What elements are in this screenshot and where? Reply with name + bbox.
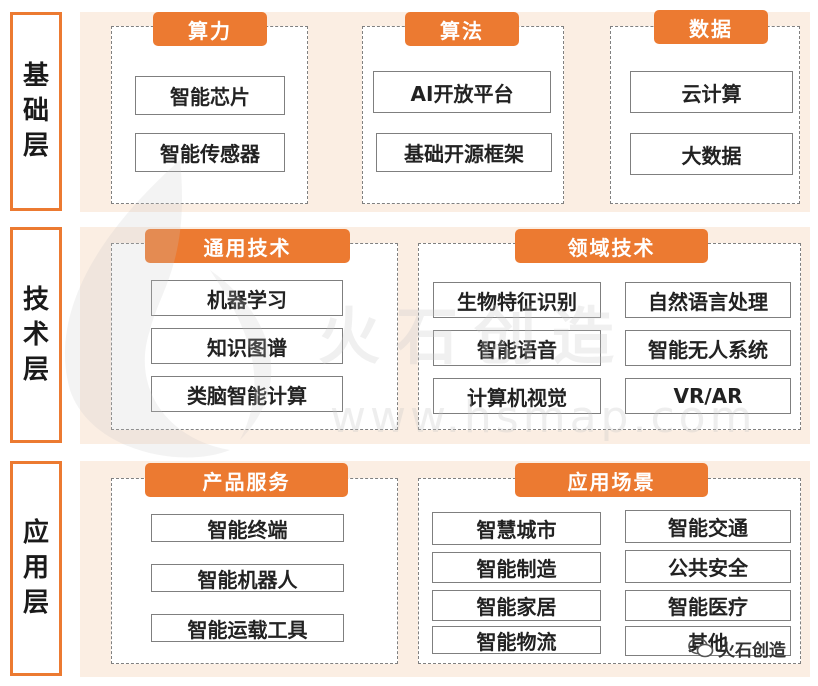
item-smart-terminal: 智能终端: [151, 514, 344, 542]
item-smart-vehicle: 智能运载工具: [151, 614, 344, 642]
group-title-algorithm: 算法: [405, 12, 519, 46]
item-smart-logistics: 智能物流: [432, 626, 601, 654]
item-smart-city: 智慧城市: [432, 512, 601, 545]
item-vr-ar: VR/AR: [625, 378, 791, 414]
group-data: [610, 26, 800, 204]
footer-brand-text: 火石创造: [718, 640, 786, 661]
item-big-data: 大数据: [630, 133, 793, 175]
group-title-application-scenario: 应用场景: [515, 463, 708, 497]
item-computer-vision: 计算机视觉: [433, 378, 601, 414]
item-ai-open-platform: AI开放平台: [373, 71, 551, 113]
group-title-product-service: 产品服务: [145, 463, 348, 497]
layer-label-char: 技: [22, 284, 49, 315]
item-smart-speech: 智能语音: [433, 330, 601, 366]
flame-watermark-icon: [64, 160, 272, 458]
layer-label-char: 应: [22, 518, 49, 548]
item-smart-healthcare: 智能医疗: [625, 590, 791, 621]
item-machine-learning: 机器学习: [151, 280, 343, 316]
item-nlp: 自然语言处理: [625, 282, 791, 318]
watermark-text: 火石创造: [318, 300, 631, 373]
item-smart-robot: 智能机器人: [151, 564, 344, 592]
item-smart-traffic: 智能交通: [625, 510, 791, 543]
group-algorithm: [362, 26, 564, 204]
group-title-computing-power: 算力: [153, 12, 267, 46]
layer-label-char: 基: [22, 61, 49, 91]
item-open-source-framework: 基础开源框架: [376, 133, 552, 172]
layer-label-foundation: 基 础 层: [10, 12, 62, 211]
item-biometric-recognition: 生物特征识别: [433, 282, 601, 318]
layer-label-technology: 技 术 层: [10, 227, 62, 443]
wechat-icon: [688, 637, 714, 658]
layer-label-char: 层: [22, 354, 49, 385]
item-knowledge-graph: 知识图谱: [151, 328, 343, 364]
layer-label-char: 础: [22, 96, 49, 126]
item-public-safety: 公共安全: [625, 550, 791, 583]
group-title-general-tech: 通用技术: [145, 229, 350, 263]
item-brain-inspired-computing: 类脑智能计算: [151, 376, 343, 412]
group-title-data: 数据: [654, 10, 768, 44]
item-smart-home: 智能家居: [432, 590, 601, 621]
item-unmanned-systems: 智能无人系统: [625, 330, 791, 366]
layer-label-char: 术: [22, 319, 49, 350]
watermark-url: www.hsmap.com: [330, 392, 757, 443]
layer-label-char: 层: [22, 131, 49, 161]
layer-label-application: 应 用 层: [10, 461, 62, 676]
layer-label-char: 用: [22, 553, 49, 583]
layer-label-char: 层: [22, 588, 49, 618]
item-cloud-computing: 云计算: [630, 71, 793, 113]
item-smart-sensor: 智能传感器: [135, 133, 285, 172]
group-title-domain-tech: 领域技术: [515, 229, 708, 263]
item-smart-chip: 智能芯片: [135, 76, 285, 115]
item-smart-manufacturing: 智能制造: [432, 552, 601, 583]
footer-brand: 火石创造: [688, 634, 786, 662]
